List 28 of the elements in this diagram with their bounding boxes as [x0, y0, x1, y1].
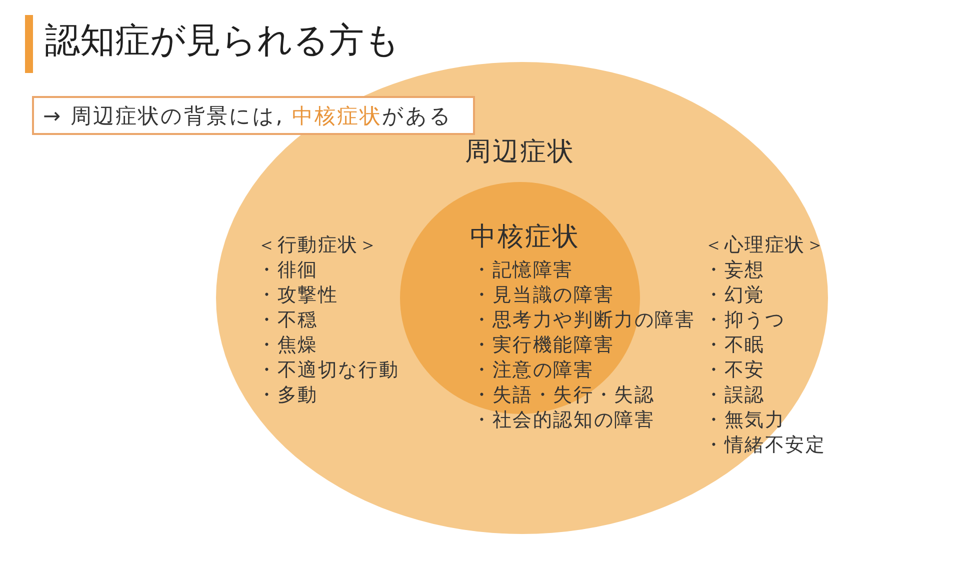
list-item: ・記憶障害	[472, 258, 574, 282]
list-item: ・多動	[257, 382, 318, 408]
list-item: ・無気力	[704, 408, 786, 432]
list-item: ・妄想	[704, 258, 765, 282]
list-heading: ＜行動症状＞	[257, 232, 379, 258]
list-item: ・実行機能障害	[472, 332, 614, 358]
list-item: ・社会的認知の障害	[472, 408, 655, 432]
note-box	[32, 96, 475, 135]
list-item: ・見当識の障害	[472, 282, 614, 308]
title: 認知症が見られる方も	[45, 20, 400, 63]
list-item: ・徘徊	[257, 258, 318, 282]
list-item: ・焦燥	[257, 332, 318, 358]
list-item: ・不眠	[704, 332, 765, 358]
section-heading: 中核症状	[470, 221, 580, 253]
list-item: ・不穏	[257, 308, 318, 332]
list-item: ・注意の障害	[472, 358, 594, 382]
section-heading: 周辺症状	[465, 136, 575, 168]
list-item: ・不安	[704, 358, 765, 382]
list-item: ・不適切な行動	[257, 358, 400, 382]
list-item: ・攻撃性	[257, 282, 338, 308]
list-item: ・思考力や判断力の障害	[472, 308, 696, 332]
list-item: ・幻覚	[704, 282, 765, 308]
list-item: ・誤認	[704, 382, 765, 408]
note-text: → 周辺症状の背景には, 中核症状がある	[43, 102, 453, 128]
list-item: ・失語・失行・失認	[472, 382, 655, 408]
list-item: ・情緒不安定	[704, 432, 826, 458]
list-item: ・抑うつ	[704, 308, 786, 332]
list-heading: ＜心理症状＞	[704, 232, 826, 258]
